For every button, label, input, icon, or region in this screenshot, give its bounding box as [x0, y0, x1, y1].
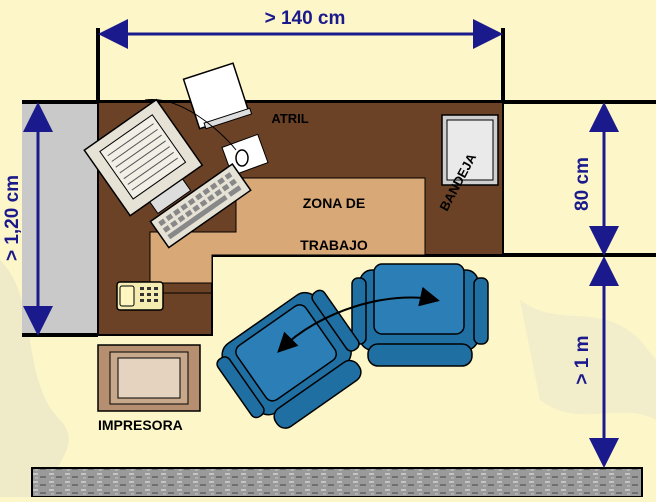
rotation-arrow-icon — [277, 286, 440, 353]
phone-icon — [116, 281, 164, 311]
work-zone — [149, 177, 426, 284]
dimension-depth-left-label: > 1,20 cm — [2, 175, 23, 261]
dimension-depth-right-label: 80 cm — [572, 157, 593, 211]
work-zone-label-line2: TRABAJO — [300, 237, 368, 253]
computer-icon — [83, 98, 204, 217]
bottom-wall — [31, 467, 643, 498]
dimension-width-label: > 140 cm — [265, 8, 346, 29]
atril-label: ATRIL — [271, 111, 308, 126]
chair-icon — [351, 263, 489, 367]
work-zone-label-line1: ZONA DE — [303, 195, 365, 211]
keyboard-icon — [149, 162, 252, 249]
printer-icon — [97, 344, 201, 412]
background-ghost — [0, 260, 656, 497]
document-holder-icon — [182, 62, 253, 130]
dimension-clearance-label: > 1 m — [572, 335, 593, 384]
tray-icon — [441, 114, 499, 186]
left-wall-recess — [22, 102, 98, 335]
impresora-label: IMPRESORA — [98, 417, 183, 433]
